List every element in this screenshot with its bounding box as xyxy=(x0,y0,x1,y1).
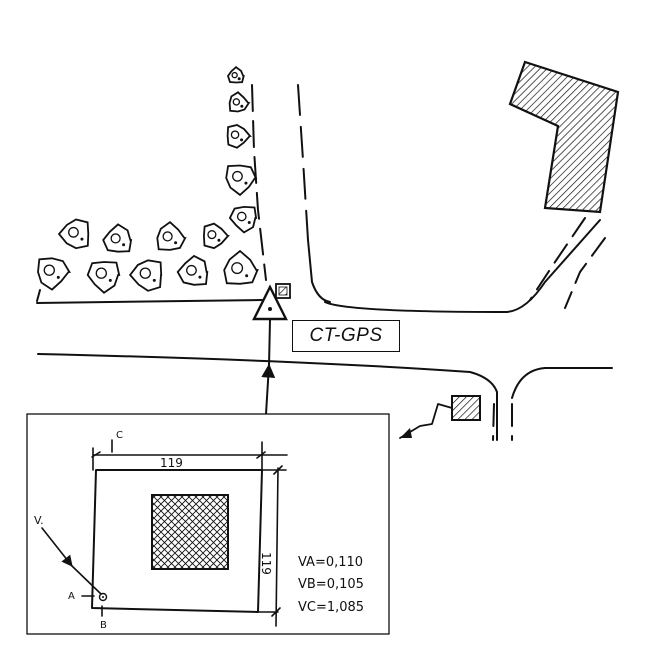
dimension-side-label: 119 xyxy=(259,552,273,575)
pillar-core xyxy=(151,494,229,570)
point-b-label: B xyxy=(100,620,107,631)
tree-icon xyxy=(156,221,187,251)
lightning-connector xyxy=(399,403,453,439)
road-edge-bottom xyxy=(37,353,498,441)
road-network xyxy=(36,84,613,441)
hedge-trees xyxy=(37,65,259,294)
gps-station xyxy=(252,283,291,321)
inset-link-arrow xyxy=(261,363,276,415)
road-edge-top-right xyxy=(324,219,601,313)
strip-edge xyxy=(36,289,41,302)
offset-vc: VC=1,085 xyxy=(298,600,364,615)
station-label: CT-GPS xyxy=(292,320,400,352)
direction-line xyxy=(71,565,102,595)
road-edge-bottom-right xyxy=(511,367,613,399)
offset-va: VA=0,110 xyxy=(298,555,363,570)
dimension-top-ticks xyxy=(91,451,266,459)
dimension-top xyxy=(92,441,288,471)
road-edge-top-left xyxy=(36,299,263,304)
tree-icon xyxy=(128,259,163,292)
point-c-label: C xyxy=(116,430,123,441)
tree-icon xyxy=(57,218,90,250)
tree-icon xyxy=(228,205,258,234)
point-v-label: V. xyxy=(34,514,44,527)
tree-icon xyxy=(223,249,259,285)
inset-link-line xyxy=(268,319,271,367)
triangle-marker-icon xyxy=(252,284,288,321)
offset-vb: VB=0,105 xyxy=(298,577,364,592)
station-point xyxy=(268,307,272,311)
direction-arrow xyxy=(41,527,73,567)
road-edge-vertical-dashed xyxy=(297,84,309,241)
point-a-label: A xyxy=(68,591,75,602)
dimension-side-ticks xyxy=(271,465,283,617)
side-road-dashed-1 xyxy=(529,217,586,301)
tree-icon xyxy=(102,223,133,253)
utility-box xyxy=(399,395,481,439)
tree-icon xyxy=(37,257,71,291)
detail-inset: C 119 119 V. A B VA=0,110 VB=0,105 VC=1,… xyxy=(26,413,390,635)
lightning-arrow-icon xyxy=(400,428,412,438)
road-edge-left-dashed xyxy=(251,84,267,281)
tree-icon xyxy=(227,65,245,84)
road-edge-vertical-curve xyxy=(307,239,331,303)
dimension-top-label: 119 xyxy=(160,456,183,470)
utility-box-icon xyxy=(451,395,481,421)
lower-road-dashed-left xyxy=(492,403,495,441)
side-road-dashed-2 xyxy=(564,237,606,309)
dimension-side xyxy=(255,467,287,627)
tree-icon xyxy=(176,254,209,286)
building-hatched xyxy=(508,60,620,214)
